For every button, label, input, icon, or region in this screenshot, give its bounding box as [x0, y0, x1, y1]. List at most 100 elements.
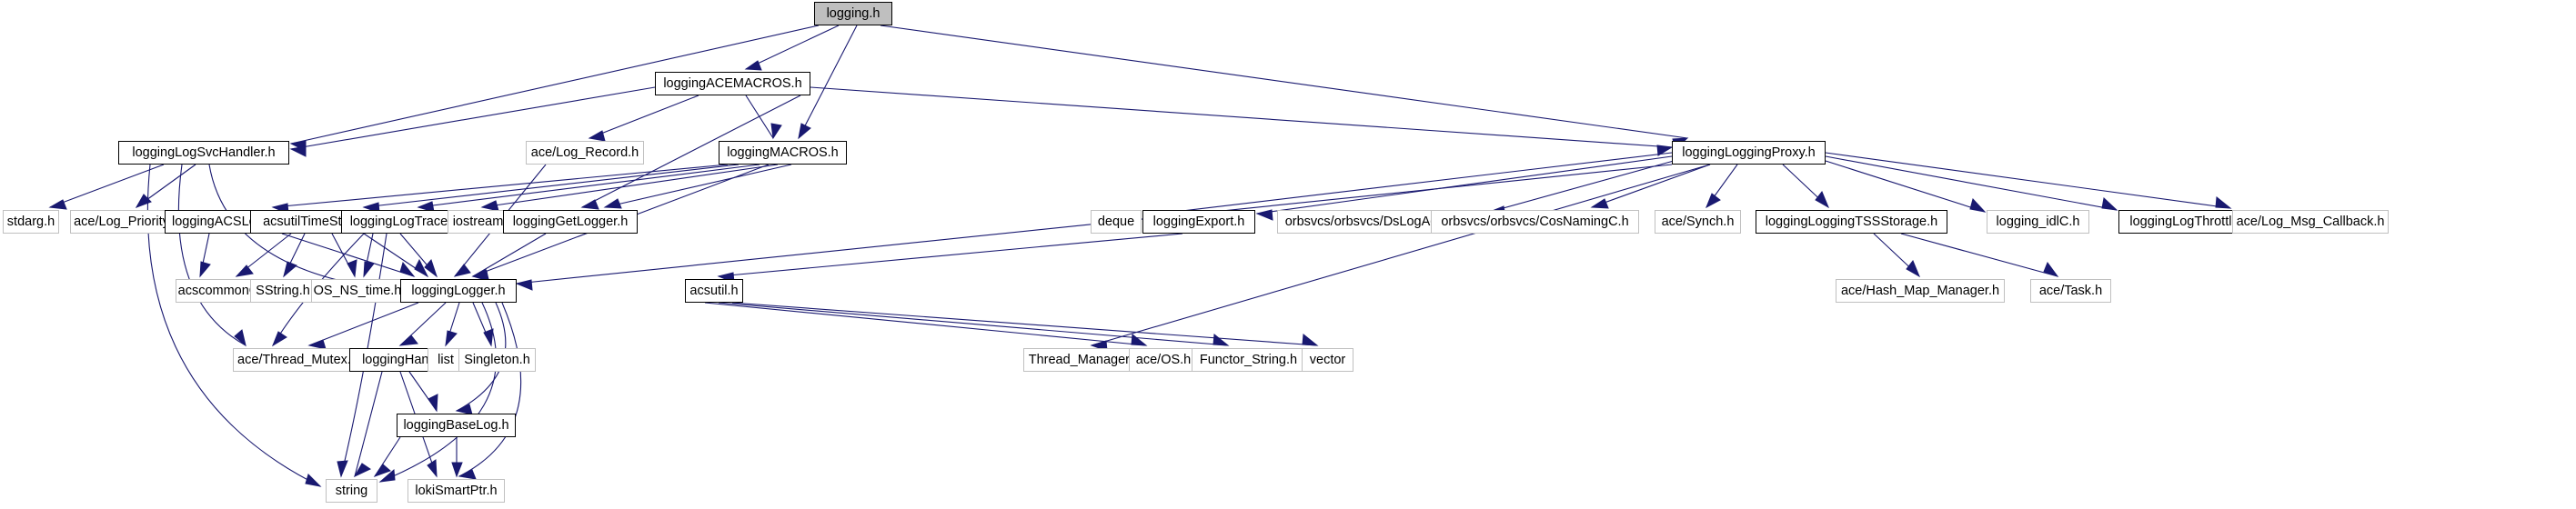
node-acemacros[interactable]: loggingACEMACROS.h [655, 72, 810, 95]
edge-arrowhead [458, 469, 477, 480]
node-lokismartptr[interactable]: lokiSmartPtr.h [408, 479, 505, 503]
node-log_msg_callback[interactable]: ace/Log_Msg_Callback.h [2232, 210, 2389, 234]
node-label: ace/Thread_Mutex.h [237, 352, 358, 367]
edge-arrowhead [199, 261, 211, 278]
edge-arrowhead [1969, 198, 1987, 213]
edge-acsutil-to-ace_os [704, 302, 1148, 346]
node-string[interactable]: string [326, 479, 377, 503]
node-label: loggingLogger.h [411, 283, 506, 298]
edge-arrowhead [1255, 209, 1273, 221]
node-label: orbsvcs/orbsvcs/CosNamingC.h [1441, 214, 1629, 229]
edge-timestamp-to-sstring [283, 233, 306, 278]
edge-arrowhead [445, 330, 458, 347]
edge-logging-to-acemacros [744, 25, 840, 71]
node-log_record[interactable]: ace/Log_Record.h [526, 141, 644, 165]
node-sstring[interactable]: SString.h [250, 279, 316, 303]
edge-macros-to-getlogger [603, 164, 792, 209]
node-export[interactable]: loggingExport.h [1142, 210, 1255, 234]
edge-tssstorage-to-task [1900, 233, 2059, 277]
edge-arrowhead [451, 462, 463, 478]
node-synch[interactable]: ace/Synch.h [1655, 210, 1741, 234]
node-macros[interactable]: loggingMACROS.h [719, 141, 847, 165]
node-os_ns_time[interactable]: OS_NS_time.h [311, 279, 404, 303]
edge-logsvchandler-to-thread_mutex [177, 164, 247, 347]
node-thread_manager[interactable]: Thread_Manager.h [1023, 348, 1145, 372]
edge-arrowhead [424, 259, 438, 278]
edge-arrowhead [455, 404, 473, 415]
node-stdarg[interactable]: stdarg.h [3, 210, 59, 234]
edge-arrowhead [399, 261, 416, 278]
edge-arrowhead [353, 463, 372, 478]
edge-arrowhead [427, 459, 438, 478]
edge-acsutil-to-functor_string [718, 302, 1230, 346]
edge-arrowhead [2215, 196, 2232, 209]
edge-handler-to-baselog [408, 371, 438, 413]
node-label: Singleton.h [464, 352, 530, 367]
edge-arrowhead [1590, 198, 1609, 209]
edge-logger-to-handler [398, 302, 447, 346]
node-label: ace/Log_Record.h [530, 145, 639, 160]
edge-loggingproxy-to-export [1255, 155, 1673, 221]
node-loggingproxy[interactable]: loggingLoggingProxy.h [1672, 141, 1826, 165]
node-getlogger[interactable]: loggingGetLogger.h [503, 210, 638, 234]
edge-logsvchandler-to-log_priority [135, 164, 196, 208]
edge-logsvchandler-to-stdarg [48, 164, 165, 210]
node-tssstorage[interactable]: loggingLoggingTSSStorage.h [1756, 210, 1947, 234]
edge-arrowhead [305, 474, 322, 487]
node-deque[interactable]: deque [1091, 210, 1142, 234]
node-vector[interactable]: vector [1302, 348, 1353, 372]
edge-arrowhead [515, 279, 533, 291]
edge-timestamp-to-logger [363, 233, 429, 278]
node-label: stdarg.h [6, 214, 55, 229]
edge-arrowhead [363, 261, 375, 278]
edge-macros-to-iostream [480, 164, 779, 212]
edge-arrowhead [289, 145, 307, 157]
edge-arrowhead [2101, 197, 2118, 211]
node-label: logging_idlC.h [1996, 214, 2080, 229]
edge-arrowhead [398, 334, 418, 346]
node-label: ace/OS.h [1135, 352, 1192, 367]
node-baselog[interactable]: loggingBaseLog.h [397, 414, 516, 437]
node-label: string [335, 483, 368, 498]
node-singleton[interactable]: Singleton.h [458, 348, 536, 372]
node-iostream[interactable]: iostream [448, 210, 508, 234]
edge-baselog-to-lokismartptr [451, 437, 463, 478]
node-label: ace/Task.h [2038, 283, 2103, 298]
node-functor_string[interactable]: Functor_String.h [1192, 348, 1305, 372]
edge-acsutil-to-vector [731, 302, 1319, 346]
edge-loggingproxy-to-logthrottle [1825, 155, 2118, 211]
node-label: Thread_Manager.h [1028, 352, 1141, 367]
edge-arrowhead [453, 264, 471, 277]
edge-loggingproxy-to-log_msg_callback [1825, 152, 2232, 209]
edge-arrowhead [1706, 193, 1721, 209]
node-label: acsutil.h [689, 283, 739, 298]
node-logging_idlc[interactable]: logging_idlC.h [1987, 210, 2089, 234]
node-thread_mutex[interactable]: ace/Thread_Mutex.h [233, 348, 363, 372]
edge-export-to-acsutil [717, 233, 1183, 284]
node-label: iostream [452, 214, 504, 229]
edge-logging-to-loggingproxy [880, 25, 1689, 150]
node-logsvchandler[interactable]: loggingLogSvcHandler.h [118, 141, 289, 165]
node-cosnamingc[interactable]: orbsvcs/orbsvcs/CosNamingC.h [1431, 210, 1639, 234]
node-task[interactable]: ace/Task.h [2030, 279, 2111, 303]
node-acsutil[interactable]: acsutil.h [685, 279, 743, 303]
edge-arrowhead [580, 199, 599, 210]
edge-acslogger-to-logger [281, 233, 416, 278]
node-label: loggingLoggingTSSStorage.h [1765, 214, 1938, 229]
node-logger[interactable]: loggingLogger.h [400, 279, 517, 303]
edge-acemacros-to-logsvchandler [289, 86, 656, 157]
node-ace_os[interactable]: ace/OS.h [1129, 348, 1198, 372]
edge-arrowhead [283, 261, 297, 278]
edge-arrowhead [307, 339, 327, 350]
node-logging[interactable]: logging.h [814, 2, 892, 25]
node-label: ace/Hash_Map_Manager.h [1840, 283, 2000, 298]
edge-arrowhead [480, 200, 499, 212]
edge-arrowhead [471, 270, 489, 282]
node-label: SString.h [256, 283, 310, 298]
edge-arrowhead [235, 264, 254, 277]
edge-loggingproxy-to-tssstorage [1782, 164, 1830, 209]
edge-baselog-to-string [373, 436, 401, 477]
node-hash_map_manager[interactable]: ace/Hash_Map_Manager.h [1836, 279, 2005, 303]
edge-loggingproxy-to-logging_idlc [1825, 160, 1987, 213]
